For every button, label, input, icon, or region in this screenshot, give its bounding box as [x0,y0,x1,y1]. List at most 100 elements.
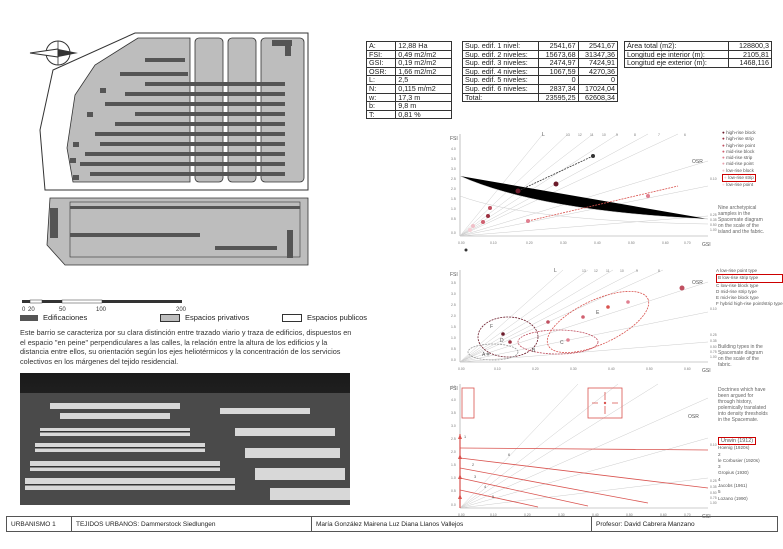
footer-authors: María González Mairena Luz Diana Llanos … [312,517,592,531]
svg-text:3.0: 3.0 [451,424,456,428]
svg-text:9: 9 [616,133,618,137]
table-row: Área total (m2):128800,3 [623,41,772,51]
svg-text:3.0: 3.0 [451,292,456,296]
chart-3-osr-title: OSR [688,414,699,420]
aerial-photo [20,373,350,505]
buildings [50,40,300,258]
svg-text:0.35: 0.35 [710,218,717,222]
chart-1-note: Nine archetypical samples in the Spacema… [718,205,765,235]
site-plan [39,32,309,266]
svg-text:10: 10 [620,269,624,273]
svg-text:F: F [490,324,493,330]
highlight-doctrine: Unwin (1912) [718,437,757,446]
svg-text:0.50: 0.50 [710,491,717,495]
svg-text:1.5: 1.5 [451,325,456,329]
svg-text:4.5: 4.5 [451,385,456,389]
description-text: Este barrio se caracteriza por su clara … [20,328,352,366]
svg-text:0.00: 0.00 [458,367,465,371]
svg-text:7: 7 [658,133,660,137]
legend: Edificaciones Espacios privativos Espaci… [20,313,367,325]
chart-1-osr-title: OSR [692,159,703,165]
svg-text:0.35: 0.35 [710,339,717,343]
svg-text:1.00: 1.00 [710,355,717,359]
svg-text:0.10: 0.10 [710,307,717,311]
svg-text:0.50: 0.50 [626,513,633,517]
svg-text:0.50: 0.50 [646,367,653,371]
svg-text:A: A [482,352,486,358]
svg-text:13: 13 [582,269,586,273]
svg-text:1.0: 1.0 [451,336,456,340]
footer-professor: Profesor: David Cabrera Manzano [596,520,695,528]
chart-3-y-title: FSI [450,386,458,392]
svg-text:0.40: 0.40 [608,367,615,371]
chart-3-x-title: GSI [702,514,711,520]
svg-text:10: 10 [602,133,606,137]
chart-1-frame [459,134,708,237]
svg-text:6: 6 [508,453,510,457]
svg-text:1.5: 1.5 [451,463,456,467]
table-row: Longitud eje exterior (m):1468,116 [623,58,772,68]
svg-text:0.60: 0.60 [660,513,667,517]
legend-swatch [282,313,302,322]
north-arrow-icon [29,40,78,66]
svg-text:0.50: 0.50 [628,241,635,245]
footer: URBANISMO 1 TEJIDOS URBANOS: Dammerstock… [6,516,778,532]
scale-bar: 0 20 50 100 200 [22,299,187,313]
svg-text:3.5: 3.5 [451,411,456,415]
svg-text:0.5: 0.5 [451,217,456,221]
svg-text:0.0: 0.0 [451,358,456,362]
legend-swatch [20,314,38,321]
svg-text:1.0: 1.0 [451,207,456,211]
footer-title: TEJIDOS URBANOS: Dammerstock Siedlungen [72,517,312,531]
spacemate-chart-1: FSI GSI L OSR 13 12 11 10 9 8 7 6 0.00 0… [450,132,717,252]
svg-text:0.25: 0.25 [710,479,717,483]
svg-text:2.0: 2.0 [451,450,456,454]
spacemate-chart-3: 1 2 3 4 5 6 FSI GSI OSR 0.00 0.10 0.20 0… [450,383,717,520]
spacemate-chart-2: A B C D E F FSI GSI L OSR 13 12 11 10 9 … [450,268,717,374]
svg-text:0.70: 0.70 [684,513,691,517]
svg-text:1.00: 1.00 [710,228,717,232]
area-table: Área total (m2):128800,3 Longitud eje in… [623,41,772,68]
svg-text:3.5: 3.5 [451,281,456,285]
svg-text:3.0: 3.0 [451,167,456,171]
table-row: GSI:0,19 m2/m2 [365,58,452,68]
legend-buildings: Edificaciones [20,313,87,322]
svg-text:11: 11 [606,269,610,273]
chart-2-x-title: GSI [702,368,711,374]
chart-3-doctrines: Unwin (1912) Hoenig (1920s) 2 le Corbusi… [718,437,760,501]
table-row: T:0,81 % [365,109,452,120]
svg-text:0.10: 0.10 [710,177,717,181]
svg-text:2.0: 2.0 [451,187,456,191]
svg-text:0.60: 0.60 [684,367,691,371]
chart-2-osr-title: OSR [692,280,703,286]
svg-text:6: 6 [684,133,686,137]
svg-text:1.0: 1.0 [451,476,456,480]
svg-text:1.00: 1.00 [710,501,717,505]
svg-text:2.5: 2.5 [451,177,456,181]
svg-text:0.75: 0.75 [710,350,717,354]
legend-private: Espacios privativos [160,313,249,322]
svg-text:0.75: 0.75 [710,496,717,500]
svg-text:0.00: 0.00 [458,241,465,245]
table-row: OSR:1,66 m2/m2 [365,66,452,77]
chart-1-legend: ● high-rise block ● high-rise strip ● hi… [722,130,756,188]
svg-text:0.20: 0.20 [532,367,539,371]
svg-text:3.5: 3.5 [451,157,456,161]
svg-text:0.30: 0.30 [558,513,565,517]
scale-label: 100 [96,307,107,313]
svg-text:0.50: 0.50 [710,345,717,349]
svg-text:12: 12 [594,269,598,273]
chart-1-rays [459,133,709,237]
svg-text:0.30: 0.30 [560,241,567,245]
svg-text:0.0: 0.0 [451,503,456,507]
svg-text:13: 13 [566,133,570,137]
svg-text:0.20: 0.20 [526,241,533,245]
svg-text:0.30: 0.30 [570,367,577,371]
chart-1-x-title: GSI [702,242,711,248]
svg-text:C: C [560,340,564,346]
chart-2-note: Building types in the Spacemate diagram … [718,344,763,368]
svg-text:2.5: 2.5 [451,303,456,307]
chart-2-y-title: FSI [450,272,458,278]
